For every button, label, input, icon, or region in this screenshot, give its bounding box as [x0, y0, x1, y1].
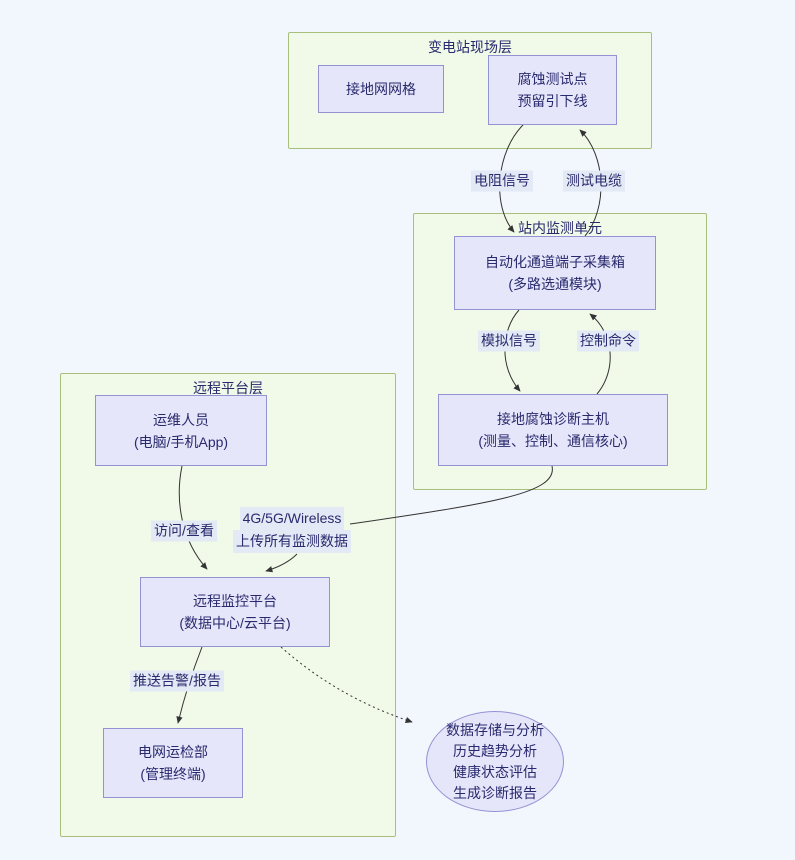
node-remote-monitoring-platform: 远程监控平台 (数据中心/云平台) [140, 577, 330, 647]
node-line: 历史趋势分析 [453, 742, 537, 759]
node-line: 生成诊断报告 [453, 784, 537, 801]
edge-upload-segment-2 [265, 553, 298, 573]
edge-label-upload: 4G/5G/Wireless 上传所有监测数据 [233, 507, 351, 553]
node-line: (多路选通模块) [508, 276, 602, 292]
edge-label-upload-line2: 上传所有监测数据 [233, 530, 351, 553]
node-line: 自动化通道端子采集箱 [485, 254, 625, 270]
node-line: 电网运检部 [138, 744, 208, 760]
edge-access-view [178, 465, 208, 570]
node-line: 腐蚀测试点 [517, 71, 588, 87]
node-line: 健康状态评估 [453, 763, 537, 780]
node-line: (测量、控制、通信核心) [478, 433, 628, 449]
edge-label-analog-signal: 模拟信号 [478, 330, 540, 352]
node-line: 接地腐蚀诊断主机 [497, 411, 609, 427]
edge-label-push-alerts: 推送告警/报告 [130, 670, 224, 692]
edge-label-upload-line1: 4G/5G/Wireless [239, 507, 345, 530]
edge-platform-to-analysis-dotted [280, 646, 413, 724]
edge-upload-segment-1 [349, 465, 553, 525]
edge-label-control-command: 控制命令 [577, 330, 639, 352]
node-line: (数据中心/云平台) [179, 615, 291, 631]
node-line: 接地网网格 [346, 81, 416, 97]
node-data-storage-analysis: 数据存储与分析 历史趋势分析 健康状态评估 生成诊断报告 [426, 711, 564, 812]
node-channel-terminal-collection-box: 自动化通道端子采集箱 (多路选通模块) [454, 236, 656, 310]
node-line: 远程监控平台 [193, 593, 277, 609]
node-line: (电脑/手机App) [133, 433, 229, 450]
node-line: 预留引下线 [517, 93, 588, 109]
edge-label-test-cable: 测试电缆 [563, 170, 625, 192]
node-line: 运维人员 [153, 411, 209, 428]
container-title-field: 变电站现场层 [428, 39, 512, 55]
container-title-station: 站内监测单元 [518, 220, 602, 236]
node-corrosion-diagnosis-host: 接地腐蚀诊断主机 (测量、控制、通信核心) [438, 394, 668, 466]
node-line: 数据存储与分析 [446, 721, 544, 738]
node-corrosion-test-point: 腐蚀测试点 预留引下线 [488, 55, 617, 125]
node-operations-personnel: 运维人员 (电脑/手机App) [95, 395, 267, 466]
node-grid-inspection-department: 电网运检部 (管理终端) [103, 728, 243, 798]
edge-control-command [589, 313, 611, 395]
node-line: (管理终端) [140, 766, 206, 782]
edge-label-resistance-signal: 电阻信号 [471, 170, 533, 192]
container-title-remote: 远程平台层 [193, 380, 263, 396]
node-grounding-grid: 接地网网格 [318, 65, 444, 113]
edge-label-access-view: 访问/查看 [151, 520, 217, 542]
